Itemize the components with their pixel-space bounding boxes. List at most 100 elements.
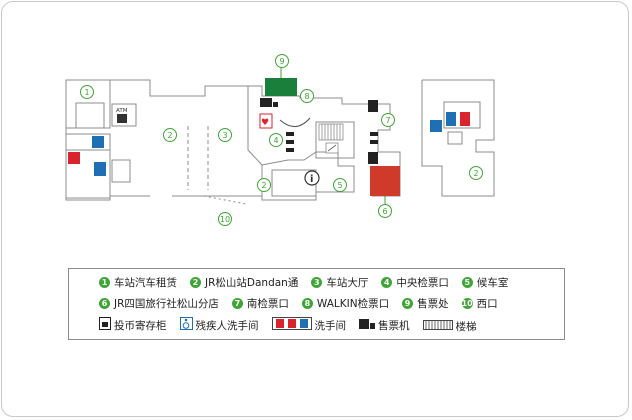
legend-icon-label: 楼梯 (455, 321, 477, 333)
walkin-gate-arc (279, 117, 311, 127)
map-marker-label: 8 (304, 92, 309, 101)
accessible-toilet-icon (179, 317, 193, 333)
locker-box (111, 159, 131, 183)
female-restroom-icon (460, 112, 470, 126)
stairs-icon (318, 123, 344, 141)
map-marker-label: 2 (167, 131, 172, 140)
left-building-west-wall (65, 80, 150, 201)
accessible-toilet-icon (430, 120, 442, 132)
legend-item-1: 1 车站汽车租赁 (99, 275, 177, 290)
legend-number-badge: 1 (99, 277, 110, 288)
legend-icon-item: 售票机 (359, 318, 410, 333)
legend-icon-label: 投币寄存柜 (114, 319, 167, 332)
info-icon (304, 170, 320, 186)
info-label: i (310, 174, 313, 185)
stairs-icon (422, 320, 453, 333)
ticket-office-block (265, 78, 297, 96)
legend-row-3: 投币寄存柜 残疾人洗手间 洗手间 售票机 楼梯 (99, 317, 490, 334)
legend-icon-item: 投币寄存柜 (99, 317, 167, 333)
map-marker-label: 5 (337, 181, 342, 190)
legend-number-badge: 4 (381, 277, 393, 288)
ticket-machine-icon (260, 98, 278, 107)
ticket-machine-icon (368, 100, 378, 112)
legend-icon-item: 楼梯 (422, 319, 477, 334)
legend-number-badge: 8 (301, 298, 313, 309)
map-marker-label: 1 (84, 88, 89, 97)
legend-item-label: 售票处 (417, 298, 449, 310)
map-marker-6: 6 (378, 204, 392, 218)
west-exit-path (203, 195, 247, 205)
legend-number-badge: 3 (311, 277, 323, 288)
map-marker-4: 4 (269, 133, 283, 147)
legend-icon-item: 洗手间 (271, 317, 347, 333)
legend-number-badge: 7 (231, 298, 243, 309)
legend-item-label: 西口 (476, 298, 498, 310)
atm-icon (117, 114, 127, 123)
rental-car-counter (75, 102, 105, 129)
legend-number-badge: 9 (402, 298, 414, 309)
female-restroom-icon (68, 152, 80, 164)
legend-item-2: 2 JR松山站Dandan通 (190, 275, 298, 290)
south-gate (370, 132, 378, 144)
map-marker-10: 10 (218, 212, 232, 226)
legend-icon-item: 残疾人洗手间 (179, 317, 259, 333)
legend-item-label: 中央检票口 (396, 277, 449, 289)
atm-label: ATM (116, 108, 128, 114)
map-marker-label: 10 (220, 215, 230, 224)
ticket-machine-icon (368, 152, 378, 164)
male-restroom-icon (446, 112, 456, 126)
aed-heart-icon: ♥ (261, 118, 269, 128)
right-restroom-block (443, 101, 481, 129)
legend-icon-label: 售票机 (378, 320, 410, 332)
legend-item-label: JR四国旅行社松山分店 (114, 298, 219, 310)
legend-number-badge: 6 (99, 298, 110, 309)
legend-item-6: 6 JR四国旅行社松山分店 (99, 296, 219, 311)
male-restroom-icon (94, 162, 106, 176)
map-marker-9: 9 (275, 54, 289, 68)
legend-item-label: JR松山站Dandan通 (205, 277, 299, 289)
right-stairs-box (447, 131, 463, 145)
left-restroom-block (65, 133, 111, 199)
map-marker-7: 7 (381, 113, 395, 127)
restroom-icon (271, 317, 312, 333)
map-marker-1: 1 (80, 85, 94, 99)
legend-icon-label: 残疾人洗手间 (195, 319, 259, 332)
legend-item-label: 候车室 (476, 277, 509, 289)
travel-agency-block (370, 166, 400, 196)
locker-icon (99, 317, 111, 333)
legend-item-label: 车站大厅 (326, 277, 369, 289)
map-marker-label: 9 (279, 57, 284, 66)
legend-number-badge: 2 (190, 277, 201, 288)
map-marker-label: 2 (261, 181, 266, 190)
accessible-toilet-icon (92, 136, 104, 148)
map-marker-label: 2 (473, 169, 478, 178)
aed-icon (259, 113, 273, 129)
legend-number-badge: 10 (461, 298, 473, 309)
map-marker-5: 5 (333, 178, 347, 192)
legend-item-label: 车站汽车租赁 (114, 277, 177, 289)
map-marker-2: 2 (469, 166, 483, 180)
legend-item-label: 南检票口 (246, 298, 289, 310)
map-marker-2: 2 (163, 128, 177, 142)
legend-icon-label: 洗手间 (314, 319, 347, 332)
map-marker-8: 8 (300, 89, 314, 103)
waiting-room-wall (261, 151, 355, 201)
ticket-machine-icon (359, 318, 375, 333)
atm-box (111, 103, 137, 127)
legend-item-label: WALKIN检票口 (316, 298, 390, 310)
map-marker-label: 7 (385, 116, 390, 125)
map-marker-2: 2 (257, 178, 271, 192)
legend-number-badge: 5 (461, 277, 473, 288)
escalator-arrow (327, 144, 337, 152)
map-marker-label: 4 (273, 136, 278, 145)
